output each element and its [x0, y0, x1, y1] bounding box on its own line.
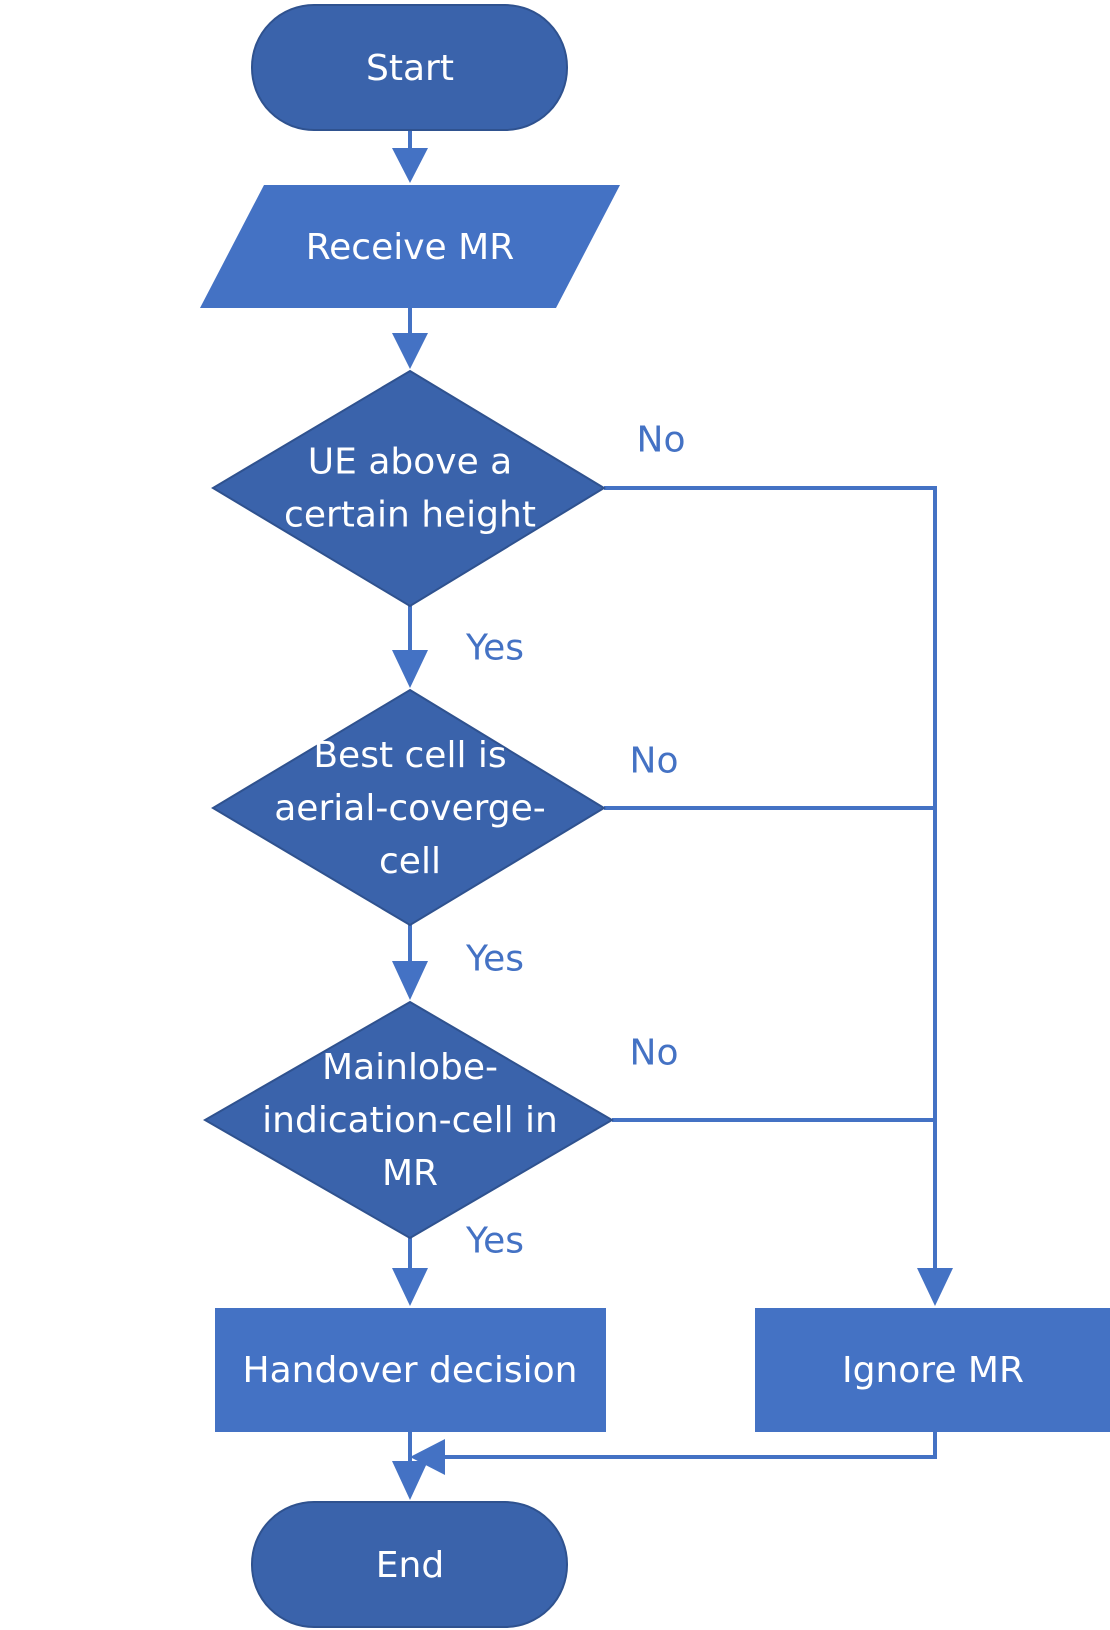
edge-labels: No Yes No Yes No Yes — [465, 420, 686, 1262]
node-decision-best-cell: Best cell is aerial-coverge-cell — [211, 688, 606, 927]
node-text-line: UE above a — [308, 441, 512, 482]
start-label: Start — [366, 48, 454, 89]
node-text-line: certain height — [284, 494, 536, 535]
node-text-line: Receive MR — [306, 227, 514, 268]
ignore-mr-label: Ignore MR — [842, 1350, 1024, 1391]
handover-decision-label: Handover decision — [243, 1350, 578, 1391]
node-text-line: End — [376, 1545, 444, 1586]
end-label: End — [376, 1545, 444, 1586]
decision-mainlobe-label: Mainlobe-indication-cell in MR — [262, 1047, 558, 1194]
decision-height-yes-label: Yes — [465, 628, 524, 669]
node-text-line: Ignore MR — [842, 1350, 1024, 1391]
connectors — [392, 130, 953, 1500]
decision-height-label: UE above a certain height — [284, 441, 536, 535]
node-start: Start — [251, 4, 568, 131]
arrow-no-trunk-ignore — [917, 1268, 953, 1306]
decision-height-no-label: No — [637, 420, 686, 461]
arrow-decision2-decision3 — [392, 961, 428, 1000]
decision-best-cell-no-label: No — [630, 741, 679, 782]
receive-mr-data-shape — [200, 185, 620, 308]
decision-best-cell-yes-label: Yes — [465, 939, 524, 980]
ignore-mr-shape — [755, 1308, 1110, 1432]
node-text-line: Handover decision — [243, 1350, 578, 1391]
node-text-line: MR — [382, 1153, 438, 1194]
node-decision-height: UE above a certain height — [211, 369, 606, 608]
arrow-receive-decision1 — [392, 333, 428, 369]
node-text-line: cell — [379, 841, 441, 882]
decision-mainlobe-no-label: No — [630, 1033, 679, 1074]
node-text-line: indication-cell in — [262, 1100, 558, 1141]
node-handover-decision: Handover decision — [215, 1308, 606, 1432]
decision-best-cell-label: Best cell is aerial-coverge-cell — [274, 735, 546, 882]
node-end: End — [251, 1501, 568, 1628]
node-receive-mr: Receive MR — [200, 185, 620, 308]
end-terminator-shape — [251, 1501, 568, 1628]
arrow-handover-end — [392, 1461, 428, 1500]
decision-height-shape — [211, 369, 606, 608]
edge-ignore-end — [440, 1432, 937, 1459]
node-decision-mainlobe: Mainlobe-indication-cell in MR — [202, 1000, 614, 1240]
decision-best-cell-shape — [211, 688, 606, 927]
decision-mainlobe-yes-label: Yes — [465, 1221, 524, 1262]
start-terminator-shape — [251, 4, 568, 131]
arrow-decision3-handover — [392, 1268, 428, 1306]
arrow-start-receive — [392, 148, 428, 183]
node-text-line: Start — [366, 48, 454, 89]
arrow-decision1-decision2 — [392, 650, 428, 688]
arrow-ignore-end — [410, 1439, 445, 1475]
decision-mainlobe-shape — [202, 1000, 614, 1240]
node-ignore-mr: Ignore MR — [755, 1308, 1110, 1432]
receive-mr-label: Receive MR — [306, 227, 514, 268]
handover-decision-shape — [215, 1308, 606, 1432]
node-text-line: Best cell is — [313, 735, 506, 776]
node-text-line: aerial-coverge- — [274, 788, 546, 829]
node-text-line: Mainlobe- — [322, 1047, 498, 1088]
